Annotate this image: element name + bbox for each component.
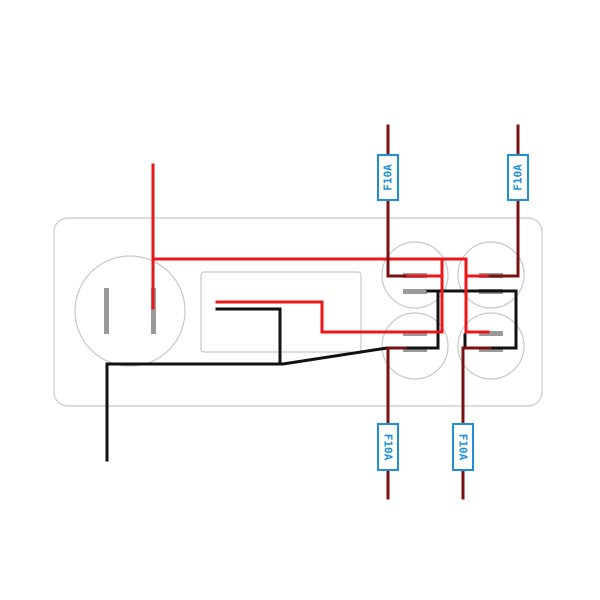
fuse-body bbox=[452, 423, 474, 471]
fuse-label: F10A bbox=[382, 164, 395, 191]
switch-top-left bbox=[381, 241, 449, 309]
fused-wires bbox=[386, 124, 520, 500]
fuse-body bbox=[507, 154, 529, 201]
fuse-bottom-left: F10A bbox=[377, 423, 399, 471]
fuse-label: F10A bbox=[512, 164, 525, 191]
fuse-top-left: F10A bbox=[377, 154, 399, 201]
fuse-body bbox=[377, 423, 399, 471]
power-wires bbox=[151, 163, 490, 334]
socket-pin-right bbox=[151, 288, 156, 334]
switch-terminals bbox=[403, 273, 503, 352]
socket-pin-left bbox=[104, 288, 109, 334]
switch-panel bbox=[53, 217, 543, 407]
power-socket bbox=[74, 255, 186, 367]
fuse-top-right: F10A bbox=[507, 154, 529, 201]
switch-top-right bbox=[457, 241, 525, 309]
fuse-label: F10A bbox=[457, 434, 470, 461]
switch-bottom-right bbox=[457, 312, 525, 380]
switch-bottom-left bbox=[381, 312, 449, 380]
fuse-body bbox=[377, 154, 399, 201]
fuse-label: F10A bbox=[382, 434, 395, 461]
fuse-bottom-right: F10A bbox=[452, 423, 474, 471]
